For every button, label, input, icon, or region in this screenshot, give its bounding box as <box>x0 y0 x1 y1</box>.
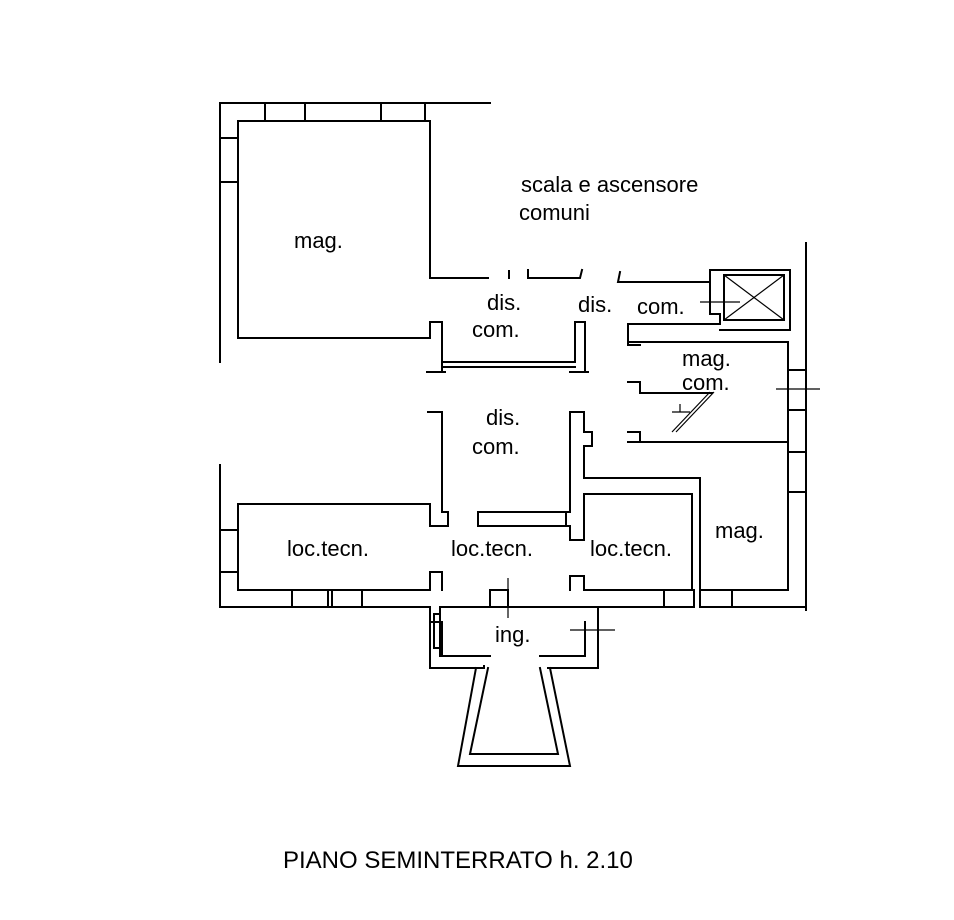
label-scala-line1: scala e ascensore <box>521 172 698 197</box>
walls <box>219 102 820 767</box>
label-com-lift: com. <box>637 294 685 319</box>
label-mag-nw: mag. <box>294 228 343 253</box>
label-dis-com-top-1: dis. <box>487 290 521 315</box>
room-labels: mag. scala e ascensore comuni dis. com. … <box>287 172 764 647</box>
label-dis-com-mid-1: dis. <box>486 405 520 430</box>
label-ingresso: ing. <box>495 622 530 647</box>
label-mag-com-1: mag. <box>682 346 731 371</box>
label-loc-tecn-right: loc.tecn. <box>590 536 672 561</box>
label-dis-com-top-2: com. <box>472 317 520 342</box>
label-mag-east: mag. <box>715 518 764 543</box>
label-loc-tecn-left: loc.tecn. <box>287 536 369 561</box>
label-scala-line2: comuni <box>519 200 590 225</box>
plan-title: PIANO SEMINTERRATO h. 2.10 <box>283 847 633 874</box>
label-dis-small: dis. <box>578 292 612 317</box>
label-mag-com-2: com. <box>682 370 730 395</box>
label-loc-tecn-center: loc.tecn. <box>451 536 533 561</box>
label-dis-com-mid-2: com. <box>472 434 520 459</box>
